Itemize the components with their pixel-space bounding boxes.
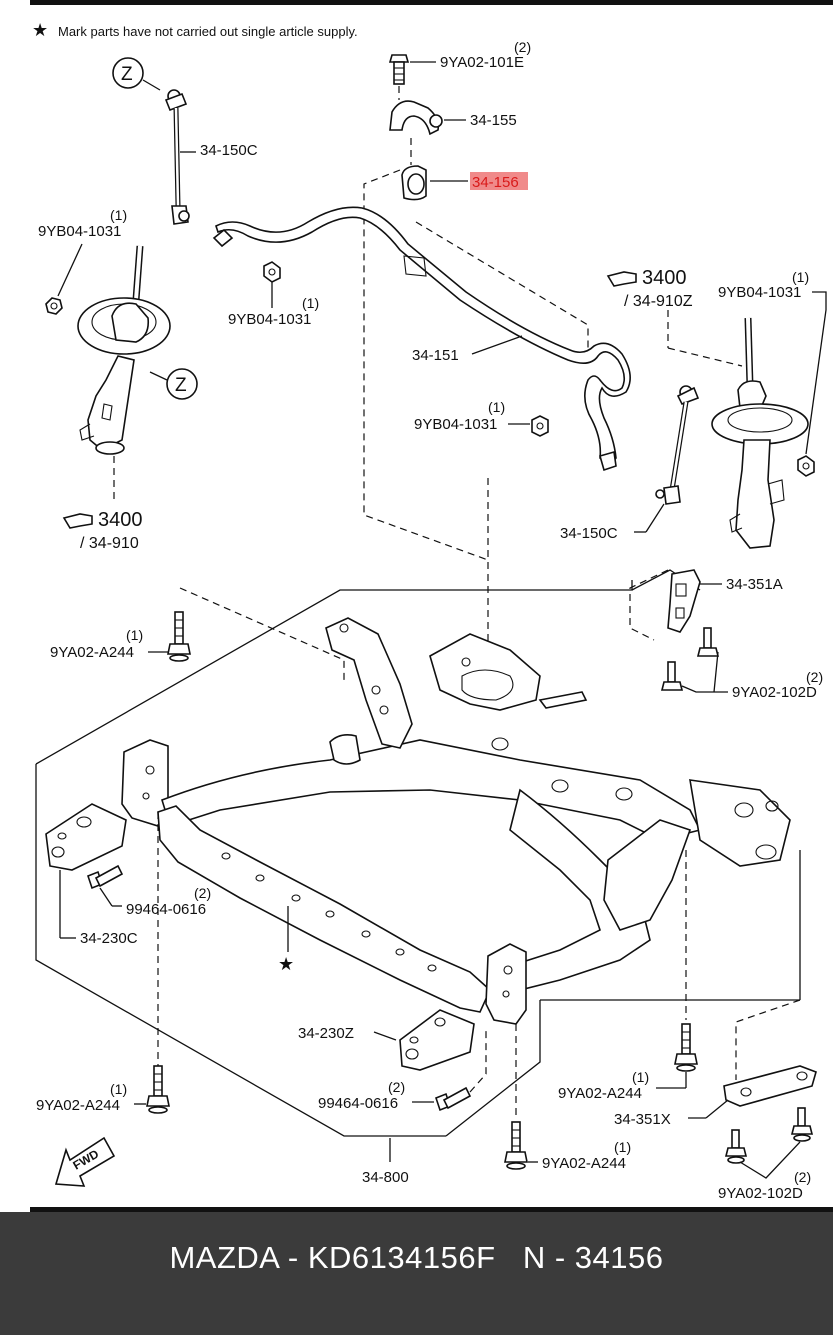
qty-9ya02-a244-bc: (1) — [614, 1139, 631, 1155]
qty-9ya02-a244-tl: (1) — [126, 627, 143, 643]
qty-9yb04-1031-right: (1) — [792, 269, 809, 285]
label-9yb04-1031-mid[interactable]: 9YB04-1031 — [228, 311, 311, 328]
label-9ya02-101e[interactable]: 9YA02-101E — [440, 54, 524, 71]
qty-9yb04-1031-left: (1) — [110, 207, 127, 223]
label-9yb04-1031-left[interactable]: 9YB04-1031 — [38, 223, 121, 240]
qty-99464-0616-left: (2) — [194, 885, 211, 901]
label-34-156[interactable]: 34-156 — [472, 174, 519, 191]
bushing-34-156[interactable] — [401, 165, 427, 201]
bolt-9ya02-102d-top-b[interactable] — [696, 627, 720, 657]
ref-3400-right[interactable]: 3400 / 34-910Z — [606, 267, 693, 310]
nut-9yb04-1031-right[interactable] — [797, 455, 815, 477]
qty-9yb04-1031-mid: (1) — [302, 295, 319, 311]
bracket-34-155[interactable] — [389, 100, 443, 136]
link-34-150c-left[interactable] — [164, 89, 190, 225]
qty-99464-0616-mid: (2) — [388, 1079, 405, 1095]
nut-9yb04-1031-mid[interactable] — [263, 261, 281, 283]
bolt-9ya02-a244-bl[interactable] — [146, 1065, 170, 1114]
bolt-9ya02-a244-bc[interactable] — [504, 1121, 528, 1170]
label-99464-0616-mid[interactable]: 99464-0616 — [318, 1095, 398, 1112]
label-34-351a[interactable]: 34-351A — [726, 576, 783, 593]
label-34-150c-right[interactable]: 34-150C — [560, 525, 618, 542]
z-letter-mid: Z — [175, 375, 187, 396]
note-text: Mark parts have not carried out single a… — [58, 24, 358, 39]
label-34-151[interactable]: 34-151 — [412, 347, 459, 364]
label-9ya02-102d-top[interactable]: 9YA02-102D — [732, 684, 817, 701]
nut-9yb04-1031-center[interactable] — [531, 415, 549, 437]
label-9yb04-1031-center[interactable]: 9YB04-1031 — [414, 416, 497, 433]
footer-part-number: MAZDA - KD6134156F N - 34156 — [169, 1240, 664, 1275]
ref-right-sub[interactable]: / 34-910Z — [624, 293, 693, 310]
strut-left[interactable] — [77, 245, 171, 455]
bolt-9ya02-102d-bottom-b[interactable] — [790, 1107, 814, 1142]
strut-right[interactable] — [711, 317, 809, 549]
label-9ya02-a244-rm[interactable]: 9YA02-A244 — [558, 1085, 642, 1102]
label-9yb04-1031-right[interactable]: 9YB04-1031 — [718, 284, 801, 301]
label-34-351x[interactable]: 34-351X — [614, 1111, 671, 1128]
z-marker-top — [112, 57, 144, 89]
bracket-34-351a[interactable] — [667, 569, 701, 633]
bolt-9ya02-a244-tl[interactable] — [167, 611, 191, 662]
z-marker-mid — [166, 368, 198, 400]
label-34-800[interactable]: 34-800 — [362, 1169, 409, 1186]
ref-left-num[interactable]: 3400 — [98, 509, 143, 531]
bracket-34-351x[interactable] — [723, 1065, 817, 1107]
mount-34-230c[interactable] — [45, 803, 127, 871]
note-star: ★ — [32, 20, 48, 40]
qty-9yb04-1031-center: (1) — [488, 399, 505, 415]
highlight-34-156 — [470, 172, 528, 190]
bottom-border — [30, 1207, 833, 1212]
label-34-150c-top[interactable]: 34-150C — [200, 142, 258, 159]
top-border — [30, 0, 833, 5]
z-letter-top: Z — [121, 64, 133, 85]
link-34-150c-right[interactable] — [655, 385, 700, 505]
ref-left-sub[interactable]: / 34-910 — [80, 535, 139, 552]
qty-9ya02-a244-bl: (1) — [110, 1081, 127, 1097]
label-9ya02-a244-bc[interactable]: 9YA02-A244 — [542, 1155, 626, 1172]
bolt-9ya02-a244-rm[interactable] — [674, 1023, 698, 1072]
bolt-9ya02-101e[interactable] — [388, 54, 410, 85]
label-34-230c[interactable]: 34-230C — [80, 930, 138, 947]
qty-9ya02-102d-top: (2) — [806, 669, 823, 685]
label-34-230z[interactable]: 34-230Z — [298, 1025, 354, 1042]
label-9ya02-a244-tl[interactable]: 9YA02-A244 — [50, 644, 134, 661]
ref-right-num[interactable]: 3400 — [642, 267, 687, 289]
bolt-99464-0616-left[interactable] — [87, 864, 124, 890]
bolt-99464-0616-mid[interactable] — [435, 1086, 472, 1112]
fwd-arrow-icon: FWD — [54, 1136, 116, 1187]
label-9ya02-102d-bottom[interactable]: 9YA02-102D — [718, 1185, 803, 1202]
label-9ya02-a244-bl[interactable]: 9YA02-A244 — [36, 1097, 120, 1114]
label-99464-0616-left[interactable]: 99464-0616 — [126, 901, 206, 918]
bolt-9ya02-102d-top-a[interactable] — [660, 661, 684, 691]
footer-bar: MAZDA - KD6134156F N - 34156 — [0, 1212, 833, 1335]
stabilizer-bar-34-151[interactable] — [212, 206, 631, 472]
ref-3400-left[interactable]: 3400 / 34-910 — [62, 509, 143, 552]
mount-34-230z[interactable] — [399, 1009, 475, 1071]
subframe-34-800[interactable] — [121, 617, 791, 1025]
parts-diagram: ★ Mark parts have not carried out single… — [30, 0, 833, 1212]
bolt-9ya02-102d-bottom-a[interactable] — [724, 1129, 748, 1164]
nut-9yb04-1031-left[interactable] — [45, 297, 63, 315]
star-marker-bumper: ★ — [278, 954, 294, 974]
qty-9ya02-101e: (2) — [514, 39, 531, 55]
qty-9ya02-102d-bottom: (2) — [794, 1169, 811, 1185]
label-34-155[interactable]: 34-155 — [470, 112, 517, 129]
qty-9ya02-a244-rm: (1) — [632, 1069, 649, 1085]
